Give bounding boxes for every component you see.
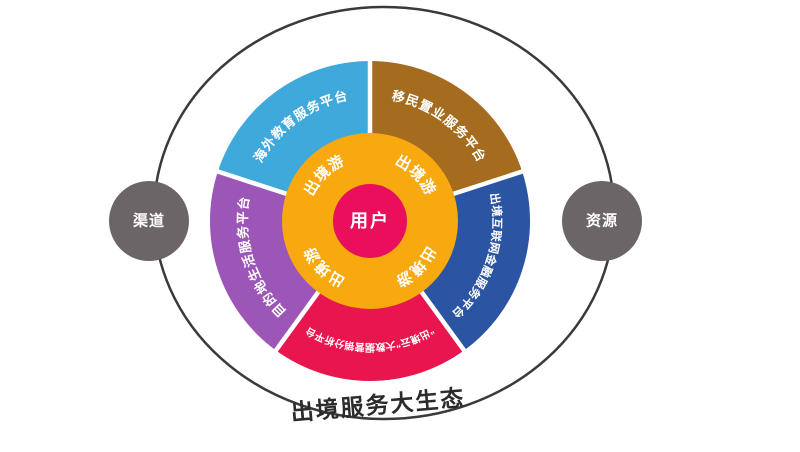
resources-label: 资源 — [586, 212, 618, 230]
segment-divider — [449, 168, 525, 198]
resources-circle — [562, 181, 642, 261]
segment-chujingyun-bigdata — [275, 291, 465, 381]
user-center-label: 用户 — [350, 210, 390, 231]
segment-overseas-education — [217, 61, 370, 195]
channels-label: 渠道 — [133, 212, 165, 230]
segment-divider — [272, 287, 323, 354]
segment-divider — [215, 168, 291, 198]
segment-destination-life — [209, 171, 319, 351]
segment-immigration-property — [370, 61, 523, 195]
channels-circle — [109, 181, 189, 261]
segment-divider — [417, 287, 468, 354]
segment-outbound-internet-finance — [421, 171, 531, 351]
segment-dividers — [215, 59, 525, 354]
user-center-circle — [333, 184, 407, 258]
